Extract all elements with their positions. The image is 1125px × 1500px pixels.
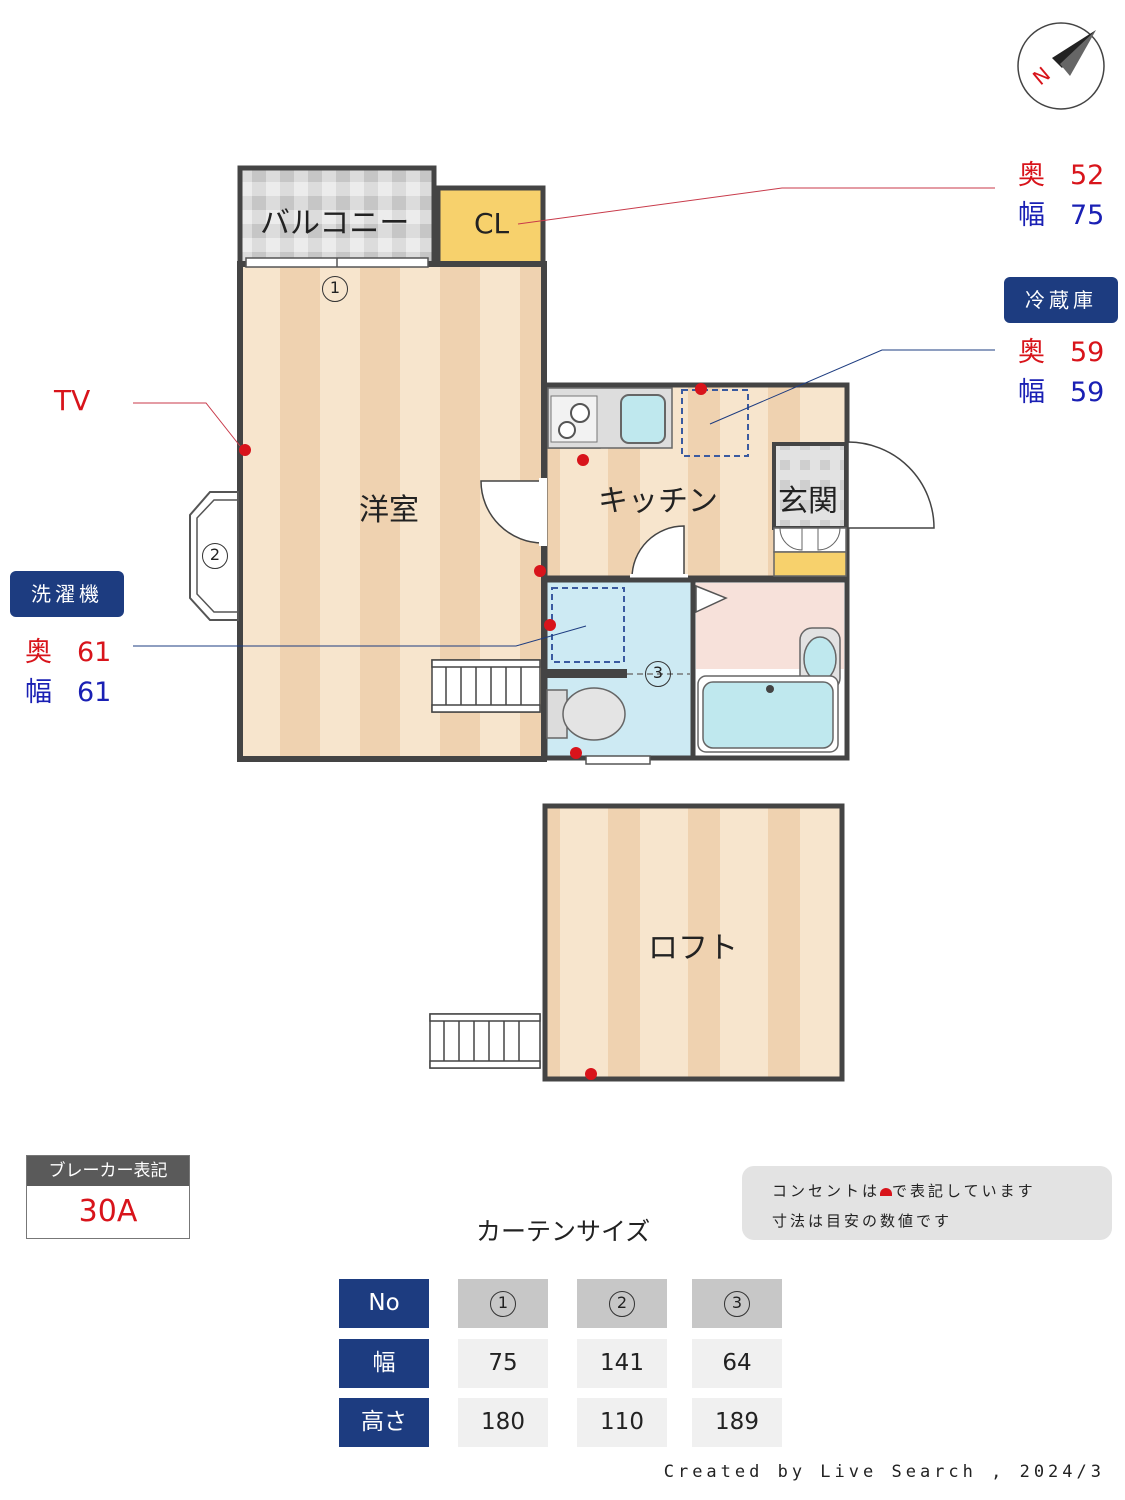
curtain-height-cell: 110 [577,1398,667,1447]
curtain-table-title: カーテンサイズ [476,1217,651,1246]
curtain-no-cell: 2 [577,1279,667,1328]
western-room-label: 洋室 [359,493,419,528]
toilet-icon [546,687,626,741]
curtain-no-cell: 3 [692,1279,782,1328]
loft-ladder-icon [429,1013,541,1069]
outlet-icon [880,1187,893,1196]
breaker-label: ブレーカー表記 [27,1156,189,1186]
row-label-height: 高さ [339,1398,429,1447]
window-marker-2: 2 [202,543,228,569]
outlet-note: コンセントはで表記しています 寸法は目安の数値です [742,1166,1112,1240]
note-line-2: 寸法は目安の数値です [772,1212,953,1230]
balcony-label: バルコニー [260,206,410,241]
entrance-door-icon [847,441,935,529]
window-marker-1: 1 [322,276,348,302]
breaker-value: 30A [78,1194,138,1229]
entrance-area [772,442,848,530]
note-line-1: コンセントはで表記しています [772,1182,1036,1200]
outlet-icon [695,383,707,395]
window-marker-3: 3 [645,661,671,687]
curtain-width-cell: 64 [692,1339,782,1388]
row-label-no: No [339,1279,429,1328]
floor-plan [133,22,1105,1082]
outlet-icon [534,565,546,577]
sink-icon [620,394,666,444]
bathtub-icon [697,675,839,753]
outlet-icon [570,747,582,759]
outlet-icon [544,619,556,631]
fridge-leader-line [709,349,995,425]
closet-leader-line [517,187,995,225]
outlet-icon [577,454,589,466]
balcony-area [237,165,437,267]
tv-leader-line [133,402,241,447]
curtain-width-cell: 141 [577,1339,667,1388]
loft-area [542,803,845,1082]
kitchen-label: キッチン [598,484,718,519]
washbasin-icon [799,627,841,691]
washer-leader-line [133,625,587,647]
washer-badge: 洗濯機 [10,571,124,617]
outlet-markers [239,383,707,1080]
curtain-no-cell: 1 [458,1279,548,1328]
compass-icon [1017,22,1105,110]
credit-text: Created by Live Search , 2024/3 [663,1462,1105,1482]
row-label-width: 幅 [339,1339,429,1388]
tv-label: TV [54,384,91,417]
outlet-icon [585,1068,597,1080]
breaker-box: ブレーカー表記 30A [26,1155,190,1239]
entrance-label: 玄関 [778,484,838,519]
outlet-icon [239,444,251,456]
closet-label: CL [474,207,510,240]
fridge-badge: 冷蔵庫 [1004,277,1118,323]
ladder-icon [431,659,541,713]
curtain-height-cell: 189 [692,1398,782,1447]
fridge-space [681,389,749,457]
curtain-height-cell: 180 [458,1398,548,1447]
door-icon [480,480,544,544]
loft-label: ロフト [648,931,738,966]
curtain-width-cell: 75 [458,1339,548,1388]
